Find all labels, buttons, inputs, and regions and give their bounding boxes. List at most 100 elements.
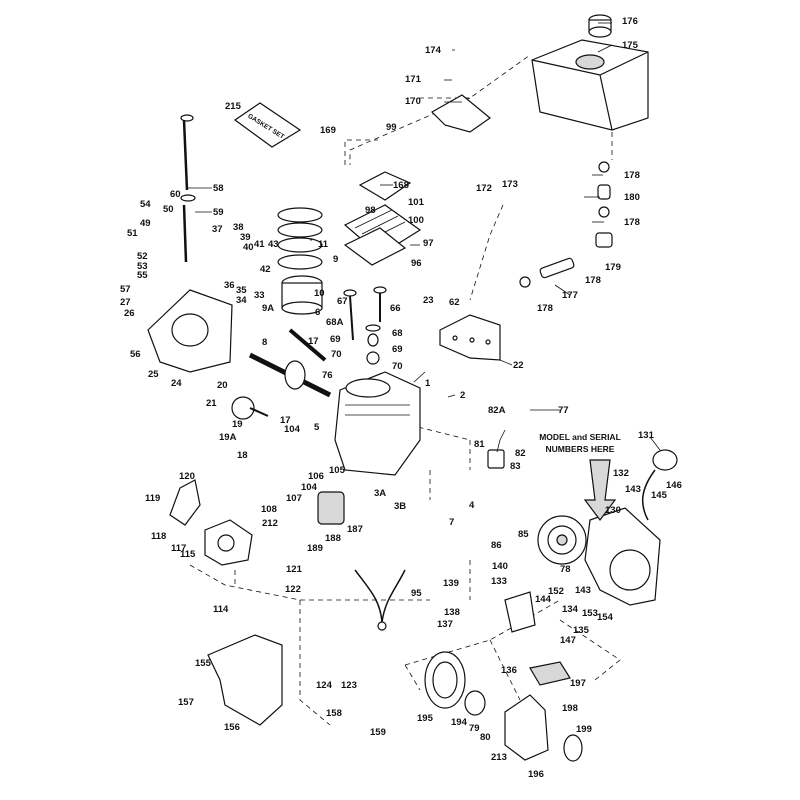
callout-96[interactable]: 96: [411, 258, 422, 269]
callout-146[interactable]: 146: [666, 480, 682, 491]
callout-158[interactable]: 158: [326, 708, 342, 719]
callout-9A[interactable]: 9A: [262, 303, 274, 314]
callout-20[interactable]: 20: [217, 380, 228, 391]
callout-57[interactable]: 57: [120, 284, 131, 295]
callout-35[interactable]: 35: [236, 285, 247, 296]
callout-108[interactable]: 108: [261, 504, 277, 515]
callout-124[interactable]: 124: [316, 680, 333, 691]
callout-194[interactable]: 194: [451, 717, 468, 728]
callout-25[interactable]: 25: [148, 369, 159, 380]
callout-99[interactable]: 99: [386, 122, 397, 133]
callout-105[interactable]: 105: [329, 465, 346, 476]
callout-106[interactable]: 106: [308, 471, 324, 482]
callout-11[interactable]: 11: [318, 239, 329, 250]
callout-10[interactable]: 10: [314, 288, 325, 299]
callout-27[interactable]: 27: [120, 297, 131, 308]
callout-68A[interactable]: 68A: [326, 317, 344, 328]
callout-81[interactable]: 81: [474, 439, 485, 450]
callout-131[interactable]: 131: [638, 430, 655, 441]
callout-58[interactable]: 58: [213, 183, 224, 194]
callout-83[interactable]: 83: [510, 461, 521, 472]
callout-98[interactable]: 98: [365, 205, 376, 216]
callout-24[interactable]: 24: [171, 378, 182, 389]
callout-76[interactable]: 76: [322, 370, 333, 381]
callout-123[interactable]: 123: [341, 680, 357, 691]
callout-139[interactable]: 139: [443, 578, 459, 589]
callout-107[interactable]: 107: [286, 493, 302, 504]
callout-121[interactable]: 121: [286, 564, 303, 575]
callout-22[interactable]: 22: [513, 360, 524, 371]
callout-82[interactable]: 82: [515, 448, 526, 459]
callout-9[interactable]: 9: [333, 254, 338, 265]
callout-178[interactable]: 178: [624, 217, 640, 228]
callout-180[interactable]: 180: [624, 192, 640, 203]
callout-119[interactable]: 119: [145, 493, 160, 504]
callout-6[interactable]: 6: [315, 307, 320, 318]
callout-3A[interactable]: 3A: [374, 488, 386, 499]
callout-153[interactable]: 153: [582, 608, 598, 619]
callout-144[interactable]: 144: [535, 594, 552, 605]
callout-147[interactable]: 147: [560, 635, 576, 646]
callout-7[interactable]: 7: [449, 517, 454, 528]
callout-69[interactable]: 69: [392, 344, 403, 355]
callout-79[interactable]: 79: [469, 723, 480, 734]
callout-195[interactable]: 195: [417, 713, 434, 724]
callout-213[interactable]: 213: [491, 752, 507, 763]
callout-173[interactable]: 173: [502, 179, 518, 190]
callout-2[interactable]: 2: [460, 390, 465, 401]
callout-199[interactable]: 199: [576, 724, 592, 735]
callout-37[interactable]: 37: [212, 224, 223, 235]
callout-215[interactable]: 215: [225, 101, 242, 112]
callout-135[interactable]: 135: [573, 625, 590, 636]
callout-178[interactable]: 178: [585, 275, 601, 286]
callout-49[interactable]: 49: [140, 218, 151, 229]
callout-5[interactable]: 5: [314, 422, 320, 433]
callout-60[interactable]: 60: [170, 189, 181, 200]
callout-86[interactable]: 86: [491, 540, 502, 551]
callout-51[interactable]: 51: [127, 228, 138, 239]
callout-155[interactable]: 155: [195, 658, 212, 669]
callout-23[interactable]: 23: [423, 295, 434, 306]
callout-157[interactable]: 157: [178, 697, 194, 708]
callout-34[interactable]: 34: [236, 295, 247, 306]
callout-117[interactable]: 117: [171, 543, 186, 554]
callout-170[interactable]: 170: [405, 96, 421, 107]
callout-3B[interactable]: 3B: [394, 501, 406, 512]
callout-56[interactable]: 56: [130, 349, 141, 360]
callout-21[interactable]: 21: [206, 398, 217, 409]
callout-156[interactable]: 156: [224, 722, 240, 733]
callout-8[interactable]: 8: [262, 337, 267, 348]
callout-62[interactable]: 62: [449, 297, 460, 308]
callout-189[interactable]: 189: [307, 543, 323, 554]
callout-197[interactable]: 197: [570, 678, 586, 689]
callout-176[interactable]: 176: [622, 16, 638, 27]
callout-104[interactable]: 104: [284, 424, 301, 435]
callout-41[interactable]: 41: [254, 239, 265, 250]
callout-134[interactable]: 134: [562, 604, 579, 615]
callout-19[interactable]: 19: [232, 419, 243, 430]
callout-145[interactable]: 145: [651, 490, 668, 501]
callout-36[interactable]: 36: [224, 280, 235, 291]
callout-171[interactable]: 171: [405, 74, 422, 85]
callout-59[interactable]: 59: [213, 207, 224, 218]
callout-42[interactable]: 42: [260, 264, 271, 275]
callout-50[interactable]: 50: [163, 204, 174, 215]
callout-66[interactable]: 66: [390, 303, 401, 314]
callout-178[interactable]: 178: [624, 170, 640, 181]
callout-136[interactable]: 136: [501, 665, 517, 676]
callout-68[interactable]: 68: [392, 328, 403, 339]
callout-77[interactable]: 77: [558, 405, 569, 416]
callout-137[interactable]: 137: [437, 619, 453, 630]
callout-70[interactable]: 70: [331, 349, 342, 360]
callout-78[interactable]: 78: [560, 564, 571, 575]
callout-39[interactable]: 39: [240, 232, 251, 243]
callout-33[interactable]: 33: [254, 290, 265, 301]
callout-17[interactable]: 17: [280, 415, 291, 426]
callout-101[interactable]: 101: [408, 197, 425, 208]
callout-17[interactable]: 17: [308, 336, 319, 347]
callout-143[interactable]: 143: [625, 484, 641, 495]
callout-55[interactable]: 55: [137, 270, 148, 281]
callout-140[interactable]: 140: [492, 561, 508, 572]
callout-1[interactable]: 1: [425, 378, 431, 389]
callout-97[interactable]: 97: [423, 238, 434, 249]
